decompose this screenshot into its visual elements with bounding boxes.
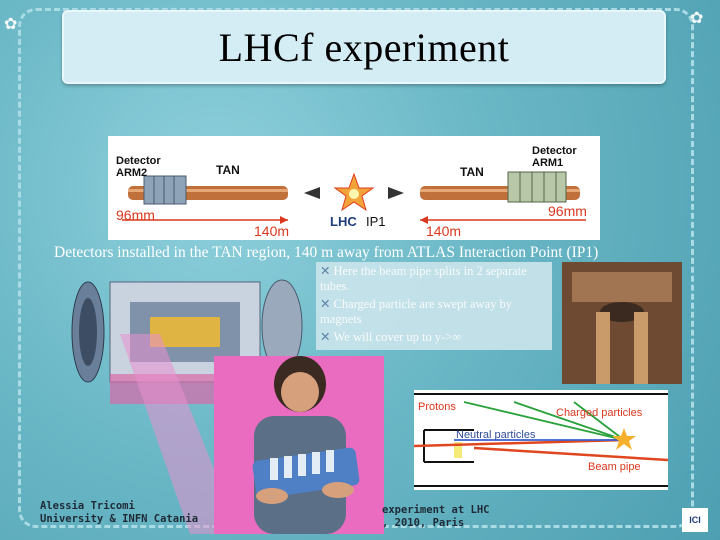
conference-logo: ICI xyxy=(682,508,708,532)
tan-left-label: TAN xyxy=(216,163,240,177)
ip-label: IP1 xyxy=(366,214,386,229)
pink-zoom-wedge xyxy=(120,334,240,534)
beam-pipe-photo xyxy=(562,262,682,384)
person-holding-detector-photo xyxy=(214,356,384,534)
cross-marker-icon: ✕ xyxy=(320,264,331,278)
slide-title: LHCf experiment xyxy=(218,24,510,70)
detector-arm1-label-line2: ARM1 xyxy=(532,157,563,169)
dist-left-m: 140m xyxy=(254,223,289,239)
flower-ornament-icon: ✿ xyxy=(690,10,704,27)
diagram-caption: Detectors installed in the TAN region, 1… xyxy=(54,244,599,261)
detector-arm2-label-line2: ARM2 xyxy=(116,167,147,179)
arrow-left-icon xyxy=(304,187,320,199)
bullet-list: ✕Here the beam pipe splits in 2 separate… xyxy=(316,262,552,350)
cross-marker-icon: ✕ xyxy=(320,330,331,344)
bullet-item: ✕Here the beam pipe splits in 2 separate… xyxy=(320,264,527,293)
beam-pipe-left-highlight xyxy=(128,189,288,192)
footer-event: experiment at LHC , 2010, Paris xyxy=(382,504,489,530)
cross-marker-icon: ✕ xyxy=(320,297,331,311)
author-affiliation: University & INFN Catania xyxy=(40,513,199,525)
dist-right-mm: 96mm xyxy=(548,203,587,219)
arrow-right-icon xyxy=(388,187,404,199)
bullet-item: ✕Charged particle are swept away by magn… xyxy=(320,297,512,326)
dist-right-m: 140m xyxy=(426,223,461,239)
collision-star-icon xyxy=(612,428,636,450)
charged-particles-label: Charged particles xyxy=(556,407,643,419)
detector-arm1-icon xyxy=(507,171,567,203)
neutral-particles-label: Neutral particles xyxy=(456,429,536,441)
author-name: Alessia Tricomi xyxy=(40,500,135,512)
tan-right-label: TAN xyxy=(460,165,484,179)
detector-arm2-icon xyxy=(143,175,187,205)
flower-ornament-icon: ✿ xyxy=(4,16,18,33)
detector-arm1-label-line1: Detector xyxy=(532,145,577,157)
beam-pipe-right-highlight xyxy=(420,189,580,192)
protons-label: Protons xyxy=(418,401,456,413)
beam-split-diagram: Protons Charged particles Neutral partic… xyxy=(413,390,669,490)
event-line1: experiment at LHC xyxy=(382,504,490,516)
title-bar: LHCf experiment xyxy=(62,10,666,84)
detector-slot-icon xyxy=(454,442,462,458)
beam-pipe-label: Beam pipe xyxy=(588,461,641,473)
bullet-item: ✕We will cover up to y->∞ xyxy=(320,330,462,344)
collision-star-icon xyxy=(333,172,375,212)
footer-author: Alessia Tricomi University & INFN Catani… xyxy=(40,500,198,526)
lhc-label: LHC xyxy=(330,214,357,229)
lhcf-layout-diagram: Detector ARM2 Detector ARM1 TAN TAN 96mm… xyxy=(108,136,600,240)
detector-arm2-label-line1: Detector xyxy=(116,155,161,167)
event-line2: , 2010, Paris xyxy=(382,517,465,529)
dist-left-mm: 96mm xyxy=(116,207,155,223)
